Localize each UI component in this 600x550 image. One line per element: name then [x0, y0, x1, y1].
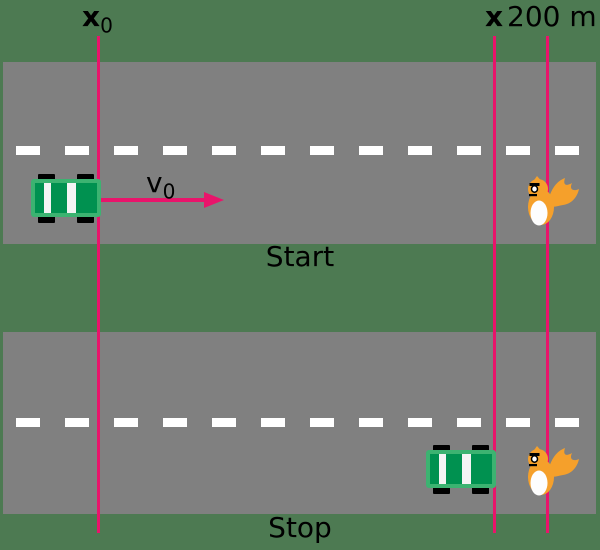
road-start — [3, 62, 596, 244]
x-marker-line — [493, 36, 496, 533]
scene-caption-stop: Stop — [268, 511, 332, 544]
lane-dash-line — [16, 418, 592, 427]
x0-label: x0 — [82, 0, 113, 36]
distance-200m-label: 200 m — [507, 0, 597, 33]
road-stop — [3, 332, 596, 514]
car-icon — [426, 445, 496, 494]
v0-label-sub: 0 — [162, 179, 176, 204]
x0-label-sub: 0 — [100, 13, 113, 38]
squirrel-icon — [528, 176, 579, 226]
velocity-arrow-shaft — [100, 198, 204, 202]
car-icon — [31, 174, 101, 223]
v0-velocity-label: v0 — [146, 166, 175, 202]
v0-label-base: v — [146, 166, 163, 199]
lane-dash-line — [16, 146, 592, 155]
distance-200m-marker-line — [546, 36, 549, 533]
scene-caption-start: Start — [265, 240, 335, 273]
squirrel-icon — [528, 446, 579, 496]
x0-marker-line — [97, 36, 100, 533]
x-label: x — [485, 0, 504, 33]
velocity-arrow-head — [204, 192, 224, 208]
x0-label-base: x — [82, 0, 101, 33]
